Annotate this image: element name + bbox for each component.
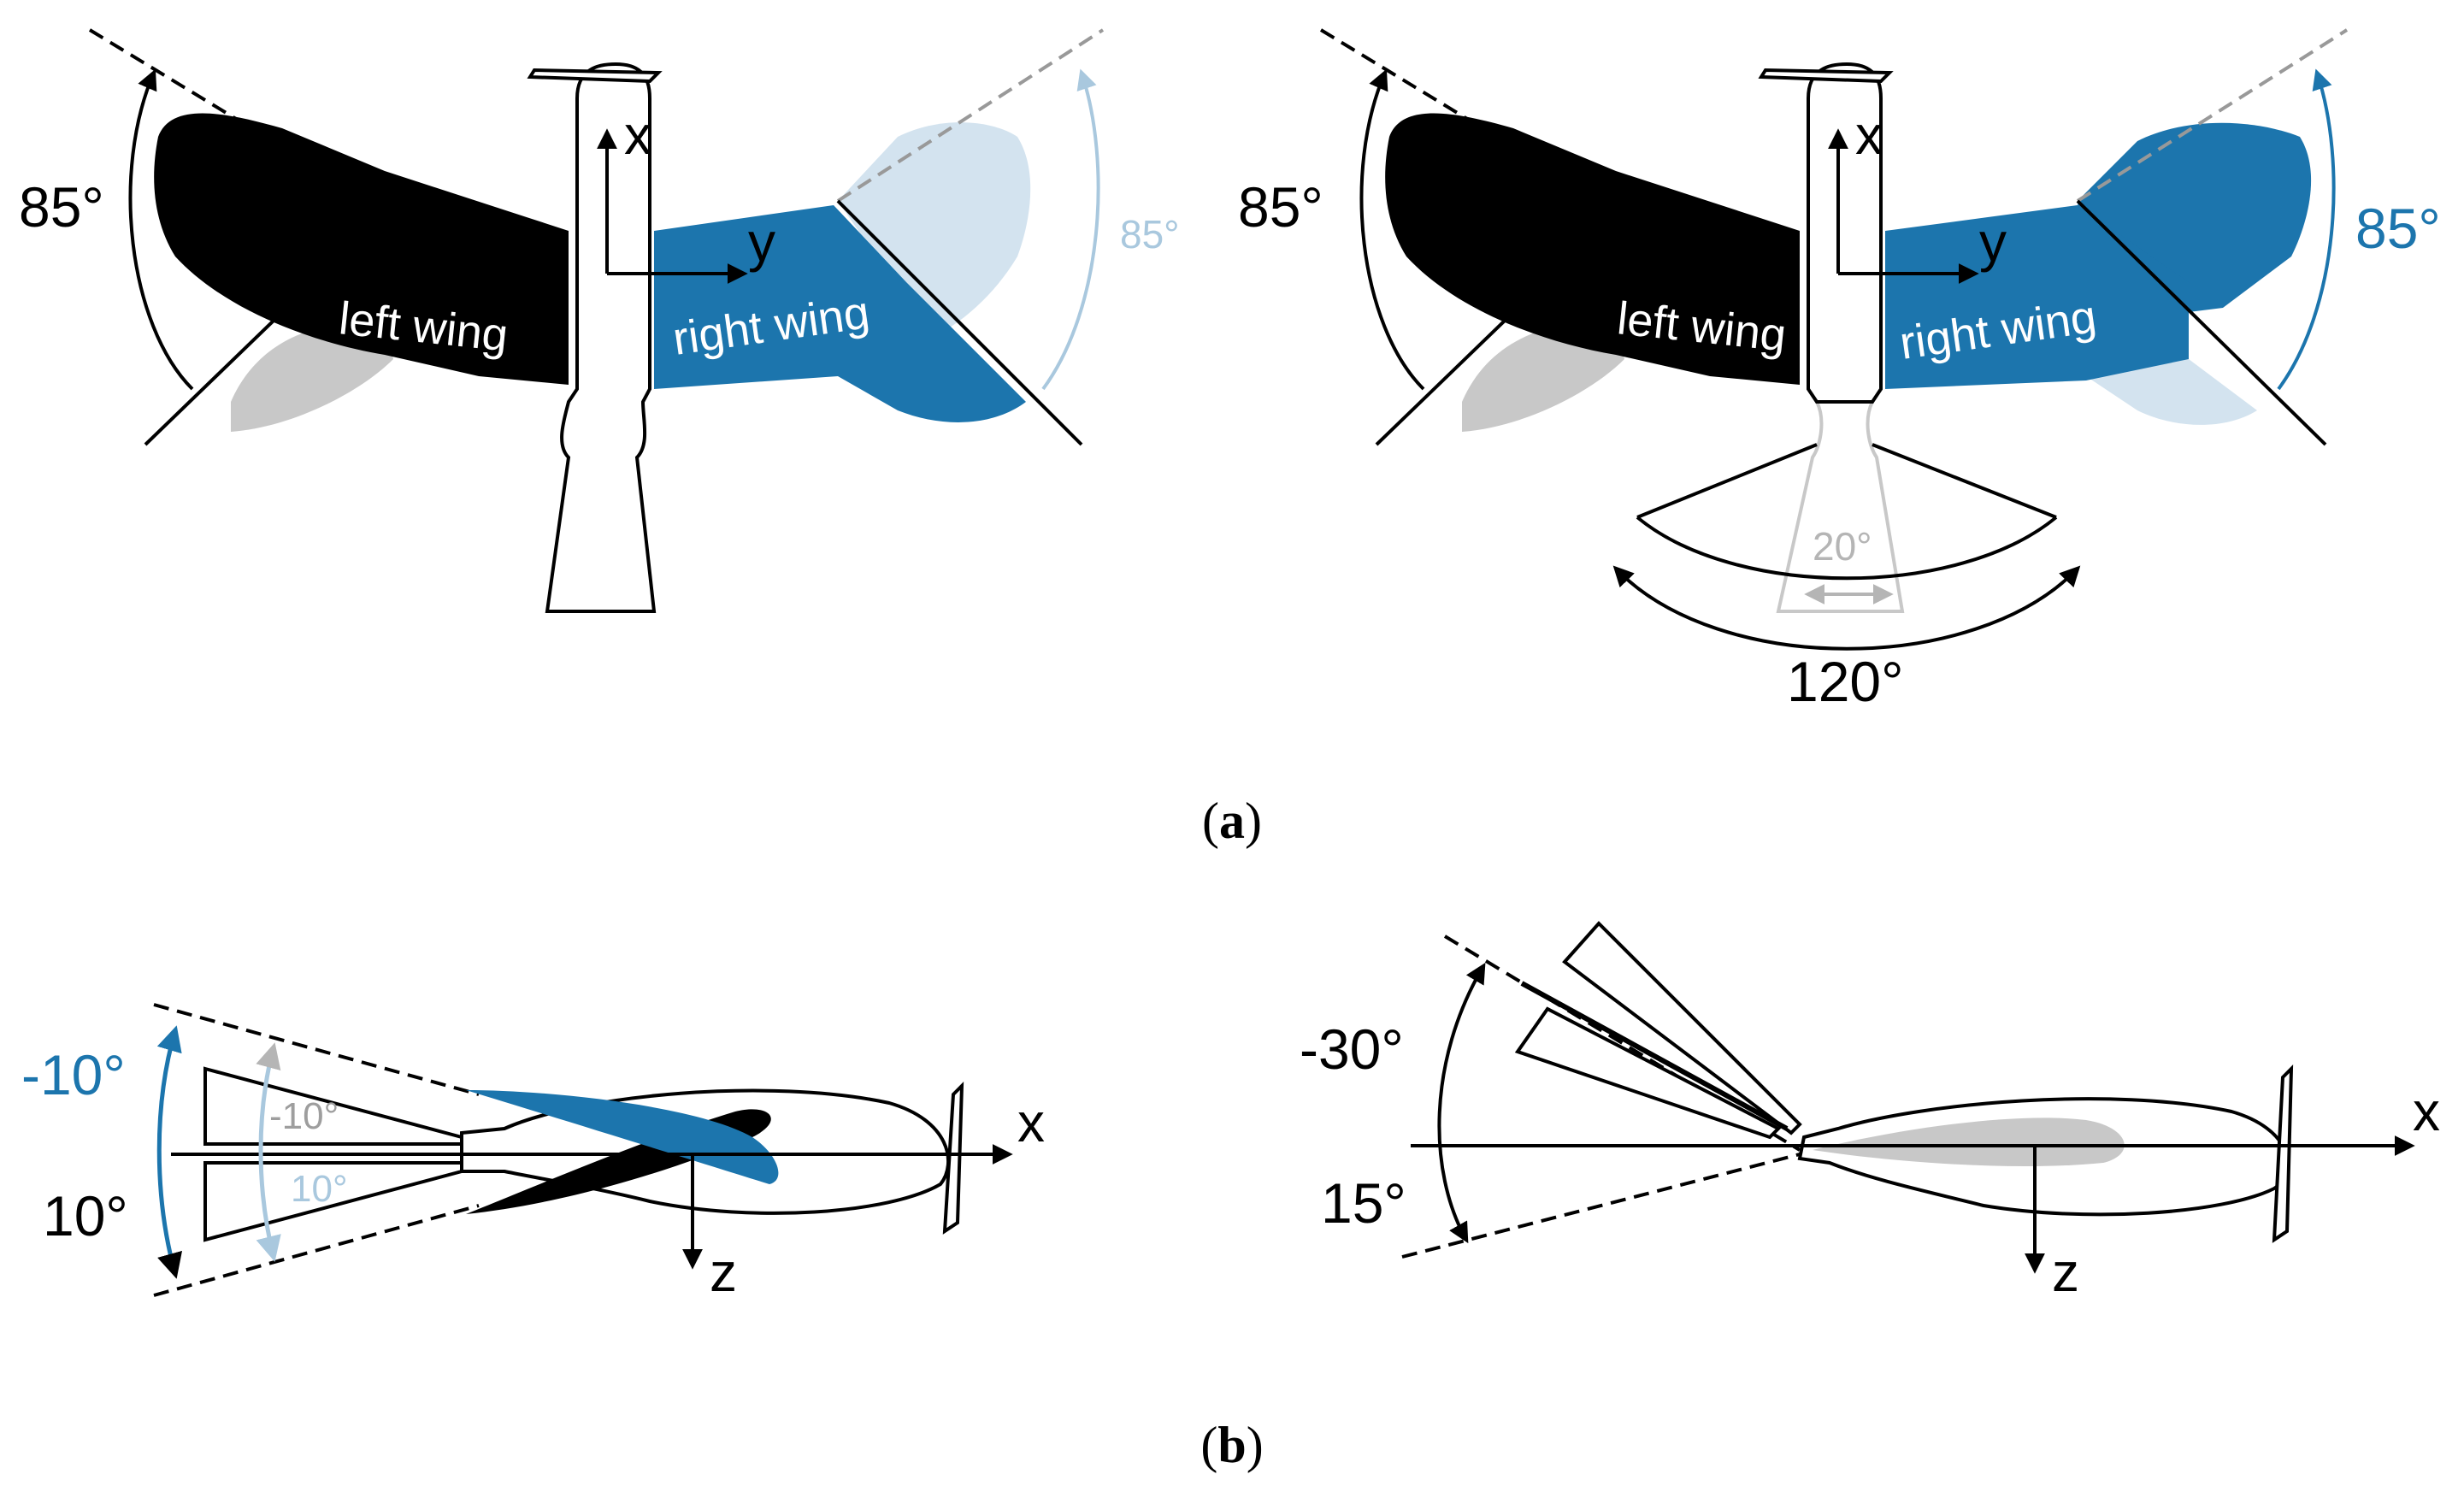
left-wing-lower-ghost (1462, 323, 1624, 432)
left-angle-label: 85° (1238, 175, 1323, 239)
outer-angle-arrow (156, 1025, 183, 1279)
left-reference-solid-line (1375, 319, 1506, 446)
panel-a-caption: (a) (1202, 793, 1262, 849)
tail-inner-angle-label: 20° (1813, 524, 1872, 569)
left-angle-label: 85° (19, 175, 104, 239)
right-wing-shape (654, 205, 1026, 422)
left-angle-arc (1359, 68, 1425, 391)
tail-outer-arc (1612, 565, 2081, 651)
upper-dashed-line (153, 1003, 480, 1096)
right-reference-solid-line (836, 199, 1083, 446)
x-axis-label: x (2413, 1081, 2440, 1142)
left-wing-shape (1385, 113, 1800, 385)
right-angle-label: 85° (2355, 197, 2441, 260)
inner-top-angle-label: -10° (269, 1095, 339, 1137)
y-axis-label: y (1979, 211, 2007, 273)
z-axis-label: z (2052, 1241, 2079, 1303)
left-wing-lower-ghost (231, 323, 393, 432)
bottom-angle-label: 15° (1321, 1171, 1406, 1235)
right-reference-solid-line (2076, 199, 2327, 446)
right-reference-dashed-line (2076, 28, 2349, 203)
propeller (942, 1082, 964, 1235)
right-wing-shape (1885, 205, 2189, 389)
middle-tail-outline (1514, 1006, 1782, 1140)
left-reference-dashed-line (1319, 28, 1541, 164)
x-axis-label: x (624, 104, 651, 166)
right-angle-arc (1041, 68, 1100, 391)
inner-angle-arrow (256, 1042, 281, 1262)
lower-dashed-line (1401, 1153, 1801, 1259)
right-angle-label: 85° (1120, 212, 1180, 257)
gray-wing-shape (1813, 1118, 2125, 1167)
left-reference-dashed-line (88, 28, 309, 164)
z-axis-label: z (710, 1241, 737, 1303)
panel-a-right-diagram: 85° 85° left wing right wing x y 20° 120… (1238, 28, 2441, 713)
y-axis-label: y (748, 211, 775, 273)
x-axis-label: x (1855, 104, 1883, 166)
panel-a-left-diagram: 85° 85° left wing right wing x y (19, 28, 1180, 613)
body-outline (545, 62, 657, 613)
propeller (2272, 1064, 2294, 1243)
top-angle-label: -30° (1300, 1017, 1404, 1081)
outer-bottom-angle-label: 10° (43, 1184, 128, 1247)
right-angle-arc (2277, 68, 2336, 391)
panel-b-right-diagram: -30° 15° x z (1300, 921, 2440, 1303)
upper-tail-outline (1562, 921, 1802, 1135)
left-reference-solid-line (144, 319, 275, 446)
right-reference-dashed-line (836, 28, 1105, 203)
tail-outer-angle-label: 120° (1787, 650, 1904, 713)
left-angle-arc (128, 68, 194, 391)
propeller (527, 68, 663, 84)
lower-dashed-line (153, 1204, 480, 1297)
x-axis-label: x (1017, 1092, 1045, 1153)
panel-b-left-diagram: -10° -10° 10° 10° x z (21, 1003, 1045, 1303)
inner-bottom-angle-label: 10° (291, 1168, 348, 1210)
right-wing-upper-ghost (838, 122, 1031, 338)
panel-b-caption: (b) (1200, 1417, 1263, 1473)
angle-arc (1437, 962, 1486, 1244)
left-wing-shape (154, 113, 569, 385)
tail-ghost (1776, 400, 1905, 613)
outer-top-angle-label: -10° (21, 1043, 126, 1106)
tail-spar (1520, 981, 1789, 1131)
propeller (1758, 68, 1894, 84)
blue-wing-shape (466, 1090, 779, 1184)
